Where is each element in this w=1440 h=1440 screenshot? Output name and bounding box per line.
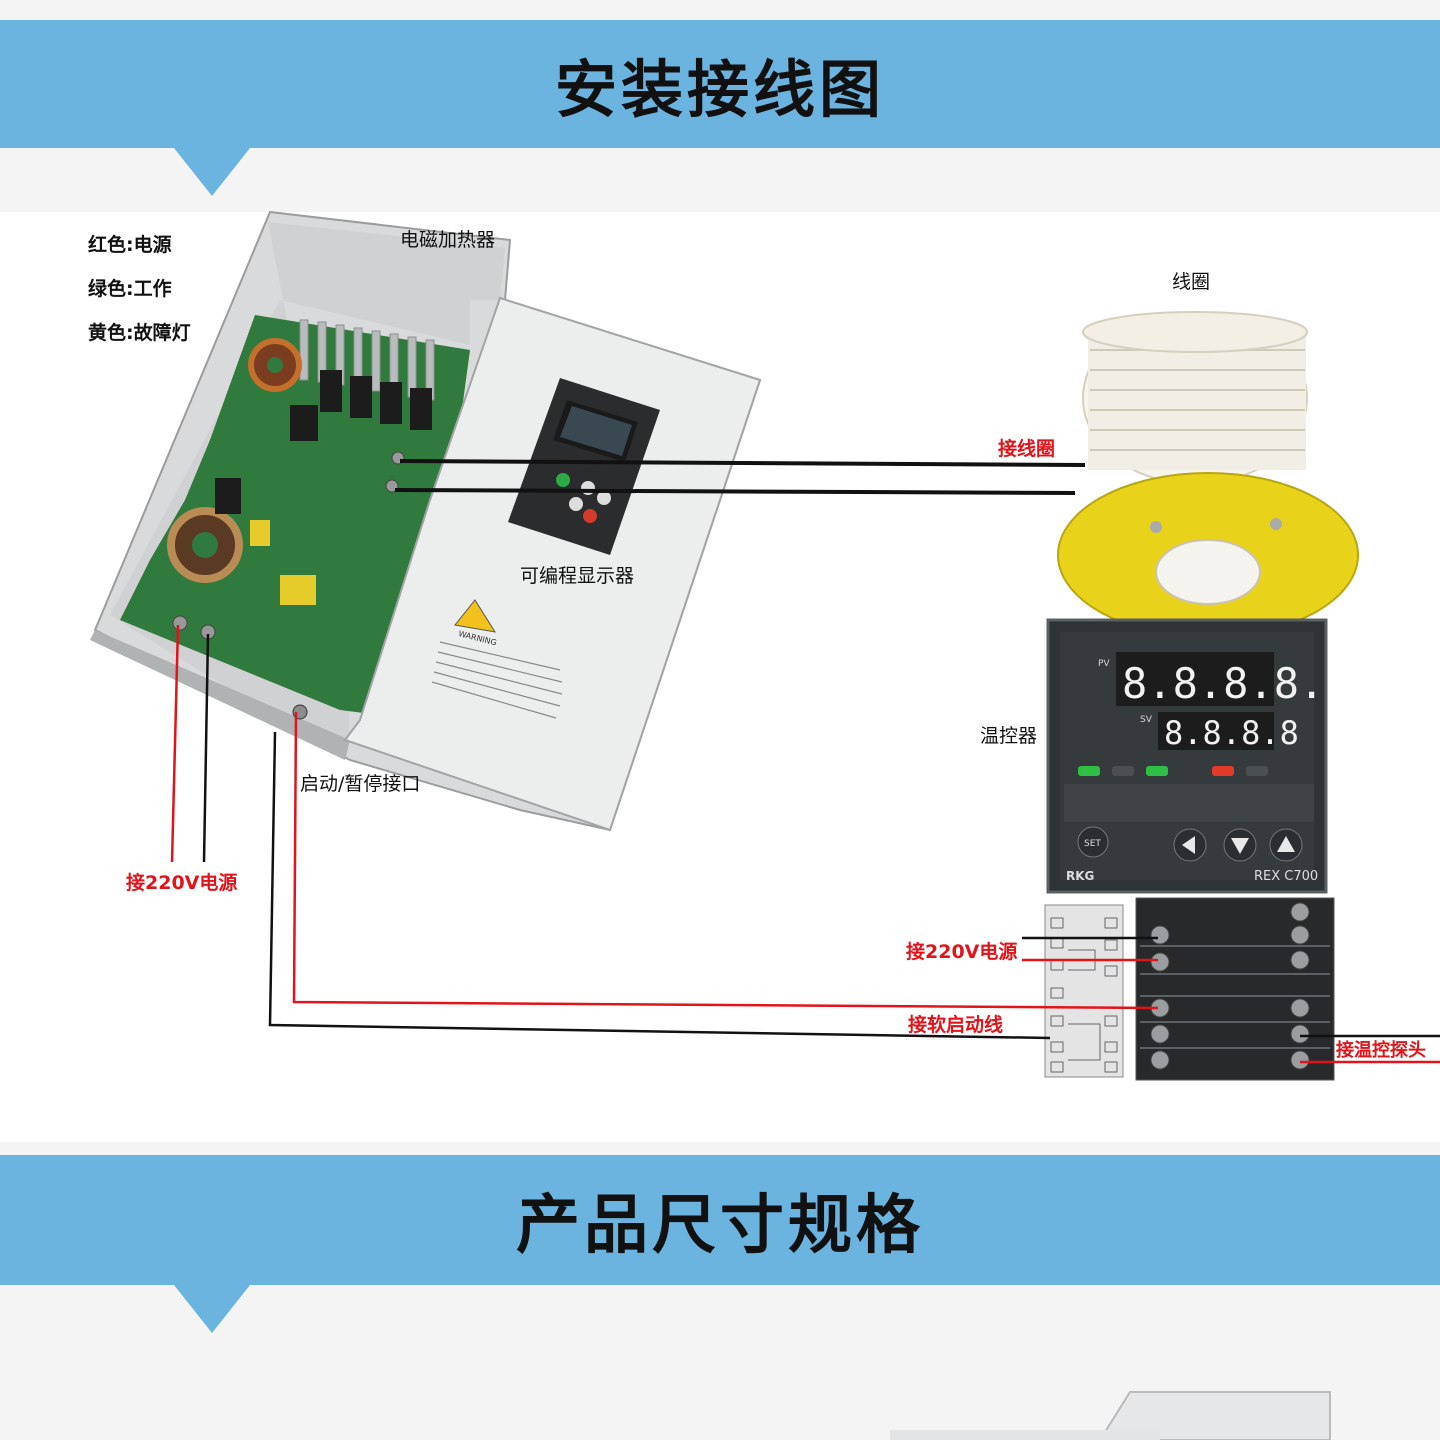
label-power-heater: 接220V电源 bbox=[126, 872, 238, 894]
section-title-dimensions: 产品尺寸规格 bbox=[516, 1189, 924, 1263]
legend-green: 绿色:工作 bbox=[88, 278, 172, 300]
label-heater: 电磁加热器 bbox=[400, 229, 496, 251]
label-start-stop: 启动/暂停接口 bbox=[300, 773, 421, 795]
sv-label: SV bbox=[1140, 715, 1153, 725]
brand-label: RKG bbox=[1066, 869, 1094, 883]
banner-notch bbox=[174, 1285, 250, 1333]
temperature-controller: PV SV 8.8.8.8. 8.8.8.8 SET RKG REX C700 bbox=[1046, 618, 1328, 894]
probe-wires bbox=[1300, 1034, 1440, 1064]
section-title-install: 安装接线图 bbox=[554, 53, 885, 126]
model-label: REX C700 bbox=[1254, 869, 1318, 884]
section-banner-install: 安装接线图 bbox=[0, 20, 1440, 148]
coil-wires bbox=[394, 459, 1086, 495]
label-probe: 接温控探头 bbox=[1336, 1040, 1426, 1061]
sv-digits: 8.8.8.8 bbox=[1164, 714, 1299, 752]
pv-digits: 8.8.8.8. bbox=[1122, 659, 1324, 708]
legend-yellow: 黄色:故障灯 bbox=[88, 322, 191, 344]
banner-notch bbox=[174, 148, 250, 196]
label-thermostat: 温控器 bbox=[980, 725, 1038, 747]
section-banner-dimensions: 产品尺寸规格 bbox=[0, 1155, 1440, 1285]
label-soft-start: 接软启动线 bbox=[908, 1014, 1004, 1036]
power-wires-thermostat bbox=[1022, 936, 1158, 962]
terminal-block bbox=[1135, 897, 1335, 1081]
set-key-label: SET bbox=[1084, 839, 1101, 849]
label-display: 可编程显示器 bbox=[520, 565, 635, 587]
label-power-thermostat: 接220V电源 bbox=[906, 941, 1018, 963]
induction-heater: WARNING bbox=[90, 210, 762, 832]
pv-label: PV bbox=[1098, 659, 1110, 669]
coil-spool bbox=[1057, 311, 1359, 638]
label-coil: 线圈 bbox=[1172, 271, 1211, 293]
label-coil-wire: 接线圈 bbox=[998, 438, 1056, 460]
power-wires-heater bbox=[170, 624, 210, 863]
heater-door bbox=[343, 296, 762, 832]
legend-red: 红色:电源 bbox=[88, 234, 172, 256]
start-stop-wires bbox=[268, 711, 1159, 1040]
